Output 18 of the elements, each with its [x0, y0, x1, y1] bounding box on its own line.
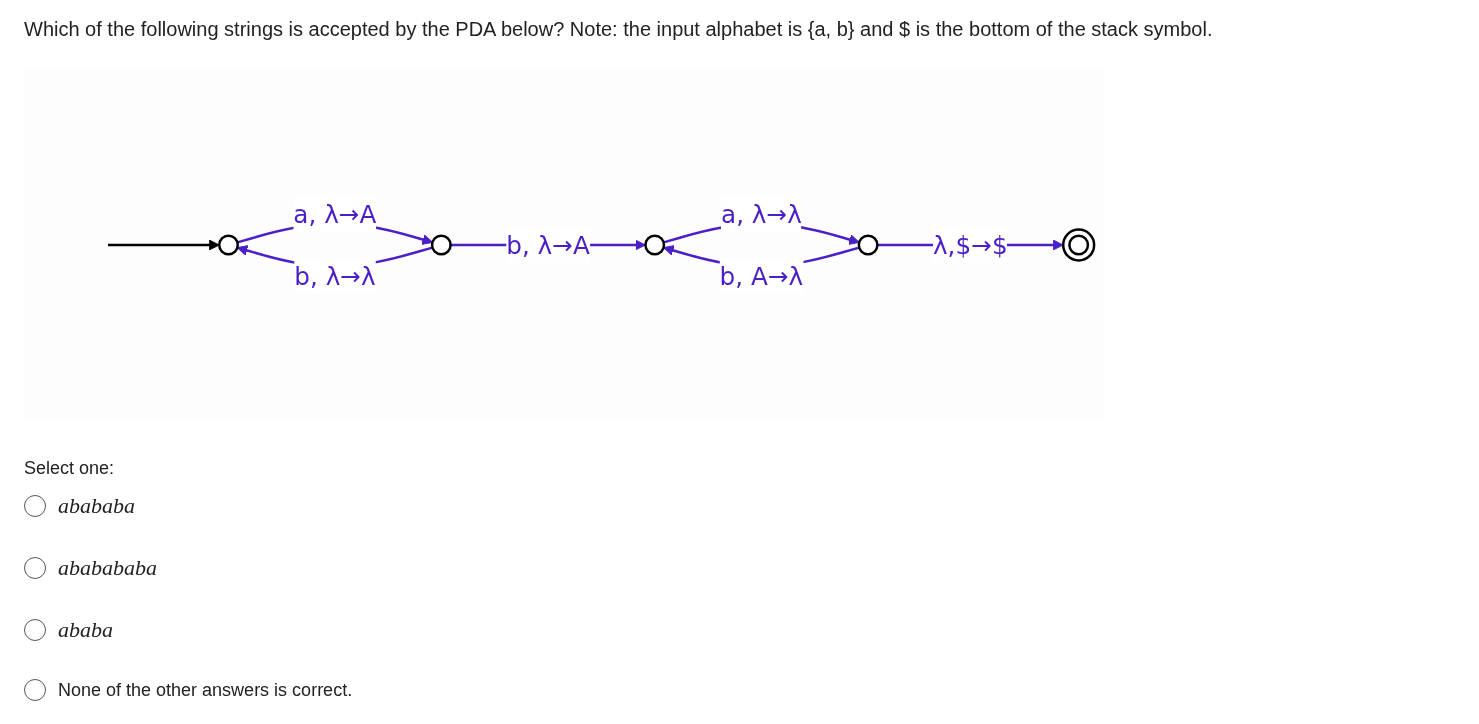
answer-option-text: ababababa	[58, 555, 157, 581]
node-circle	[644, 234, 666, 256]
edge-label: λ,$→$	[932, 230, 1008, 260]
edge-label: b, λ→λ	[294, 261, 376, 291]
node-circle	[218, 234, 239, 256]
edge-label: b, A→λ	[719, 261, 804, 291]
answer-option-text: None of the other answers is correct.	[58, 679, 353, 701]
arrow	[108, 239, 220, 251]
node-circle	[857, 234, 879, 256]
edge-label: a, λ→λ	[721, 199, 802, 229]
edge-label: b, λ→A	[506, 230, 590, 260]
question-text: Which of the following strings is accepted by the PDA below? Note: the input alphabet is {a, b} and $ is the bottom of the stack symbol.	[24, 18, 1213, 41]
answer-option-text: ababa	[58, 617, 113, 643]
edge-label: a, λ→A	[293, 199, 377, 229]
node-circle	[430, 234, 452, 256]
instruction-text: Select one:	[24, 458, 115, 479]
answer-option-text: abababa	[58, 493, 135, 519]
node-doublecircle	[1062, 228, 1096, 262]
